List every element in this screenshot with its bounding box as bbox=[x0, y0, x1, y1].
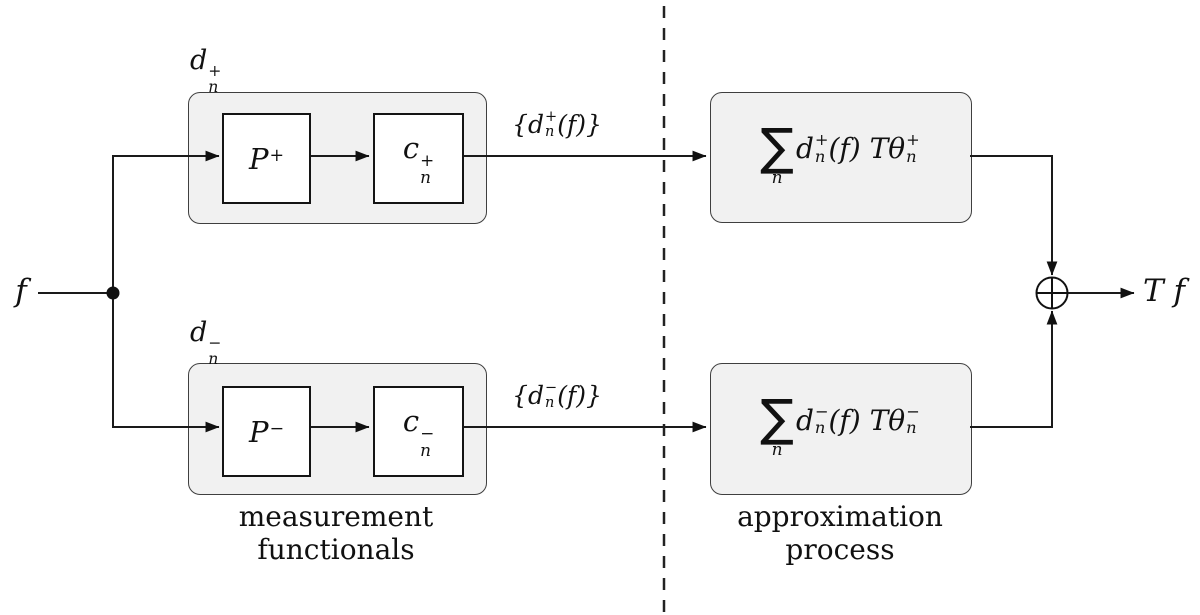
lower-group-tag: d−n bbox=[190, 317, 222, 368]
c-plus-box: c+n bbox=[373, 113, 464, 204]
upper-approximation-box bbox=[710, 92, 972, 223]
p-plus-box: P+ bbox=[222, 113, 311, 204]
upper-sum-feed-arrow bbox=[970, 155, 1058, 276]
input-label: f bbox=[15, 273, 27, 309]
upper-branch-arrow bbox=[112, 150, 220, 293]
p-plus-label: P+ bbox=[248, 141, 285, 176]
lower-signal-label: {d−n(f)} bbox=[512, 380, 602, 411]
sum-junction-icon bbox=[1035, 276, 1069, 310]
c-minus-label: c−n bbox=[402, 404, 435, 460]
upper-signal-label: {d+n(f)} bbox=[512, 109, 602, 140]
lower-approximation-box bbox=[710, 363, 972, 495]
branch-dot bbox=[106, 286, 120, 300]
left-caption: measurement functionals bbox=[211, 500, 461, 566]
left-caption-line2: functionals bbox=[257, 533, 415, 566]
lower-sum-feed-arrow bbox=[970, 310, 1058, 428]
left-caption-line1: measurement bbox=[238, 500, 434, 533]
p-minus-label: P− bbox=[248, 414, 285, 449]
right-caption-line1: approximation bbox=[737, 500, 943, 533]
c-minus-box: c−n bbox=[373, 386, 464, 477]
upper-group-tag: d+n bbox=[190, 45, 222, 96]
c-plus-label: c+n bbox=[402, 131, 435, 187]
right-caption: approximation process bbox=[715, 500, 965, 566]
right-caption-line2: process bbox=[785, 533, 895, 566]
lower-branch-arrow bbox=[112, 293, 220, 433]
p-minus-box: P− bbox=[222, 386, 311, 477]
output-label: T f bbox=[1143, 273, 1186, 309]
